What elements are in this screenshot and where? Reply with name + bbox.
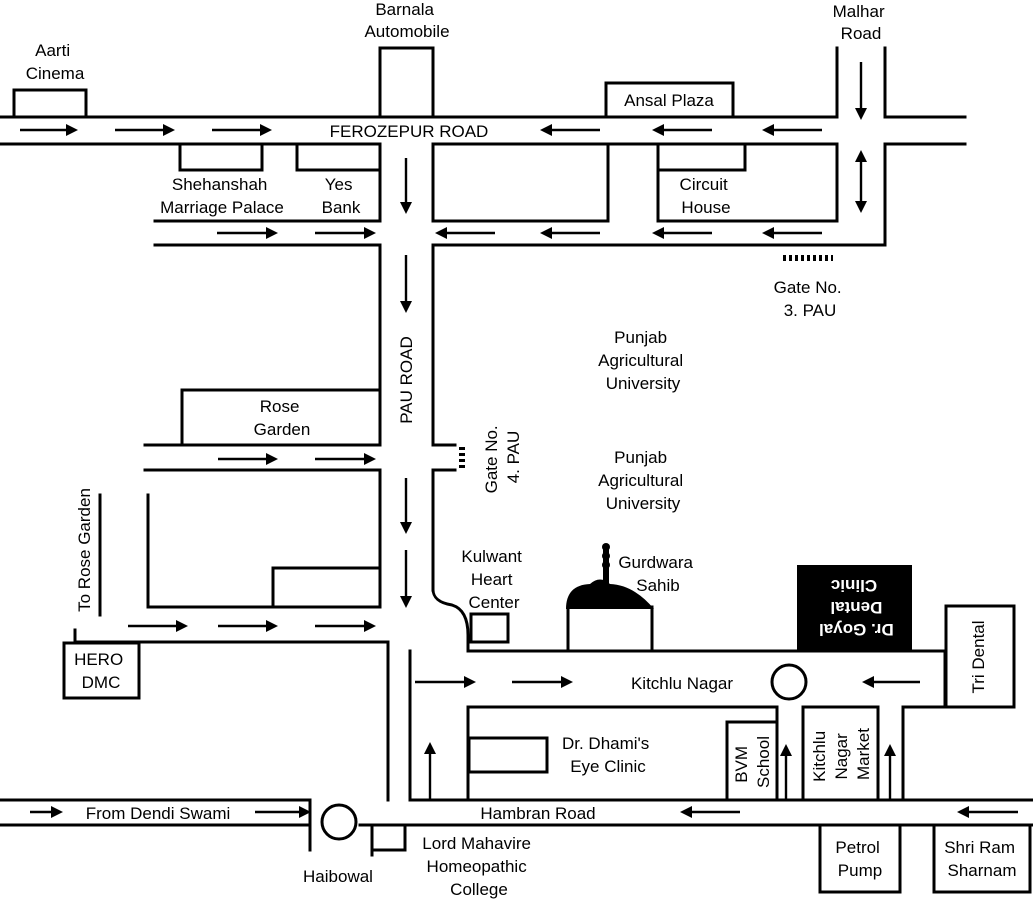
kitchlu-nagar-roundabout bbox=[770, 663, 808, 701]
arrow-right bbox=[217, 227, 278, 239]
dendi-swami-label: From Dendi Swami bbox=[86, 804, 231, 823]
petrol-pump-building bbox=[818, 823, 902, 894]
arrow-left bbox=[540, 227, 600, 239]
malhar-road-label: Malhar Road bbox=[833, 2, 890, 43]
arrow-right bbox=[315, 620, 376, 632]
yes-bank-label: Yes Bank bbox=[322, 175, 361, 217]
dhami-label: Dr. Dhami's Eye Clinic bbox=[562, 734, 654, 776]
shri-ram-label: Shri Ram Sharnam bbox=[944, 838, 1020, 880]
gate-3-label: Gate No. 3. PAU bbox=[774, 278, 847, 320]
arrow-right bbox=[128, 620, 188, 632]
arrow-left bbox=[762, 124, 822, 136]
arrow-up bbox=[424, 742, 436, 800]
circuit-house-label: Circuit House bbox=[680, 175, 733, 217]
arrow-right bbox=[212, 124, 272, 136]
arrow-right bbox=[20, 124, 78, 136]
kitchlu-market-label: Kitchlu Nagar Market bbox=[810, 726, 873, 782]
arrow-down bbox=[400, 550, 412, 608]
petrol-pump-label: Petrol Pump bbox=[835, 838, 884, 880]
hero-dmc-label: HERO DMC bbox=[74, 650, 128, 692]
kulwant-label: Kulwant Heart Center bbox=[461, 547, 526, 612]
arrow-left bbox=[862, 676, 920, 688]
arrow-right bbox=[218, 620, 278, 632]
tri-dental-label: Tri Dental bbox=[969, 620, 988, 693]
arrow-left bbox=[652, 124, 712, 136]
arrow-down bbox=[400, 255, 412, 313]
haibowal-roundabout bbox=[320, 803, 358, 841]
arrow-right bbox=[115, 124, 175, 136]
barnala-automobile-building bbox=[378, 46, 435, 119]
arrow-left bbox=[957, 806, 1018, 818]
arrow-down bbox=[400, 478, 412, 534]
shri-ram-sharnam-building bbox=[932, 823, 1032, 894]
bvm-school-building bbox=[725, 720, 779, 802]
goyal-dental-label: Dr. Goyal Dental Clinic bbox=[814, 576, 893, 639]
arrow-right bbox=[218, 453, 278, 465]
to-rose-garden-label: To Rose Garden bbox=[75, 488, 94, 612]
gate-4-label: Gate No. 4. PAU bbox=[482, 421, 523, 494]
arrow-right bbox=[315, 453, 376, 465]
circuit-house-building bbox=[656, 142, 747, 172]
arrow-right bbox=[415, 676, 476, 688]
arrow-up bbox=[884, 744, 896, 800]
gurdwara-label: Gurdwara Sahib bbox=[618, 553, 697, 595]
kulwant-heart-center-building bbox=[469, 612, 510, 644]
traffic-arrows bbox=[20, 62, 1018, 818]
arrow-right bbox=[255, 806, 311, 818]
mahavire-college-building bbox=[370, 823, 407, 852]
shehanshah-label: Shehanshah Marriage Palace bbox=[160, 175, 284, 217]
pau-label-2: Punjab Agricultural University bbox=[598, 448, 688, 513]
arrow-left bbox=[762, 227, 822, 239]
arrow-right bbox=[30, 806, 63, 818]
hambran-road-label: Hambran Road bbox=[480, 804, 595, 823]
ansal-plaza-building bbox=[604, 81, 735, 119]
barnala-automobile-label: Barnala Automobile bbox=[364, 0, 449, 41]
arrow-up-down bbox=[855, 150, 867, 213]
haibowal-label: Haibowal bbox=[303, 867, 373, 886]
yes-bank-building bbox=[295, 142, 382, 172]
arrow-left bbox=[652, 227, 712, 239]
aarti-cinema-label: Aarti Cinema bbox=[26, 41, 85, 83]
dhami-eye-clinic-building bbox=[467, 736, 549, 774]
bvm-school-label: BVM School bbox=[732, 736, 773, 788]
arrow-up bbox=[780, 744, 792, 800]
rose-garden-building bbox=[180, 388, 382, 447]
arrow-left bbox=[540, 124, 600, 136]
arrow-down bbox=[855, 62, 867, 120]
aarti-cinema-building bbox=[12, 88, 88, 119]
pau-label-1: Punjab Agricultural University bbox=[598, 328, 688, 393]
ansal-plaza-label: Ansal Plaza bbox=[624, 91, 714, 110]
rose-garden-label: Rose Garden bbox=[254, 397, 311, 439]
tri-dental-building bbox=[944, 604, 1016, 709]
arrow-right bbox=[315, 227, 376, 239]
pau-road-label: PAU ROAD bbox=[397, 336, 416, 424]
mahavire-label: Lord Mahavire Homeopathic College bbox=[422, 834, 535, 899]
arrow-right bbox=[512, 676, 573, 688]
shehanshah-building bbox=[178, 142, 264, 172]
arrow-left bbox=[680, 806, 740, 818]
goyal-dental-clinic-building bbox=[797, 565, 912, 652]
kitchlu-nagar-label: Kitchlu Nagar bbox=[631, 674, 733, 693]
block-building bbox=[271, 566, 382, 609]
arrow-down bbox=[400, 158, 412, 214]
arrow-left bbox=[435, 227, 495, 239]
ferozepur-road-label: FEROZEPUR ROAD bbox=[330, 122, 489, 141]
hero-dmc-building bbox=[62, 641, 141, 700]
gurdwara-building bbox=[566, 543, 654, 653]
